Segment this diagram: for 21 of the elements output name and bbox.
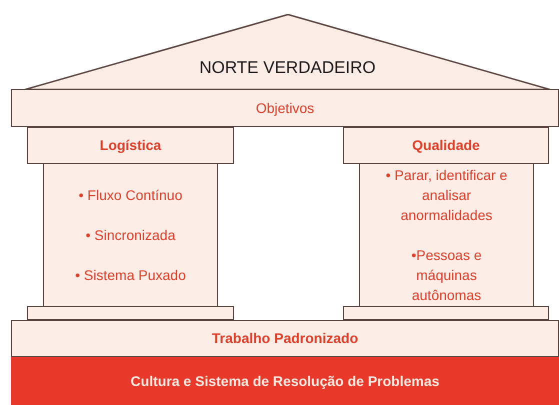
floor-band	[11, 320, 559, 357]
pillar-label: •Pessoas e máquinas autônomas	[410, 246, 483, 305]
pillar-shaft	[359, 164, 534, 306]
pillar-capital	[343, 127, 549, 164]
pillar-shaft	[43, 164, 218, 306]
pillar-label: • Fluxo Contínuo	[78, 186, 182, 205]
beam-band	[11, 89, 559, 127]
pillar-label: • Sincronizada	[86, 226, 176, 245]
foundation-band	[11, 357, 559, 405]
pillar-label: • Sistema Puxado	[75, 266, 186, 285]
pillar-label: Logística	[100, 136, 162, 155]
pillar-base	[27, 306, 234, 320]
pillar-label: • Parar, identificar e analisar anormalidades	[384, 166, 508, 225]
pillar-label: Objetivos	[256, 98, 314, 118]
pillar-label: NORTE VERDADEIRO	[199, 56, 376, 78]
pillar-capital	[27, 127, 234, 164]
pillar-label: Qualidade	[412, 136, 480, 155]
roof-triangle	[25, 14, 550, 90]
pillar-label: Trabalho Padronizado	[212, 329, 358, 348]
pillar-base	[343, 306, 549, 320]
pillar-label: Cultura e Sistema de Resolução de Problemas	[130, 372, 440, 391]
